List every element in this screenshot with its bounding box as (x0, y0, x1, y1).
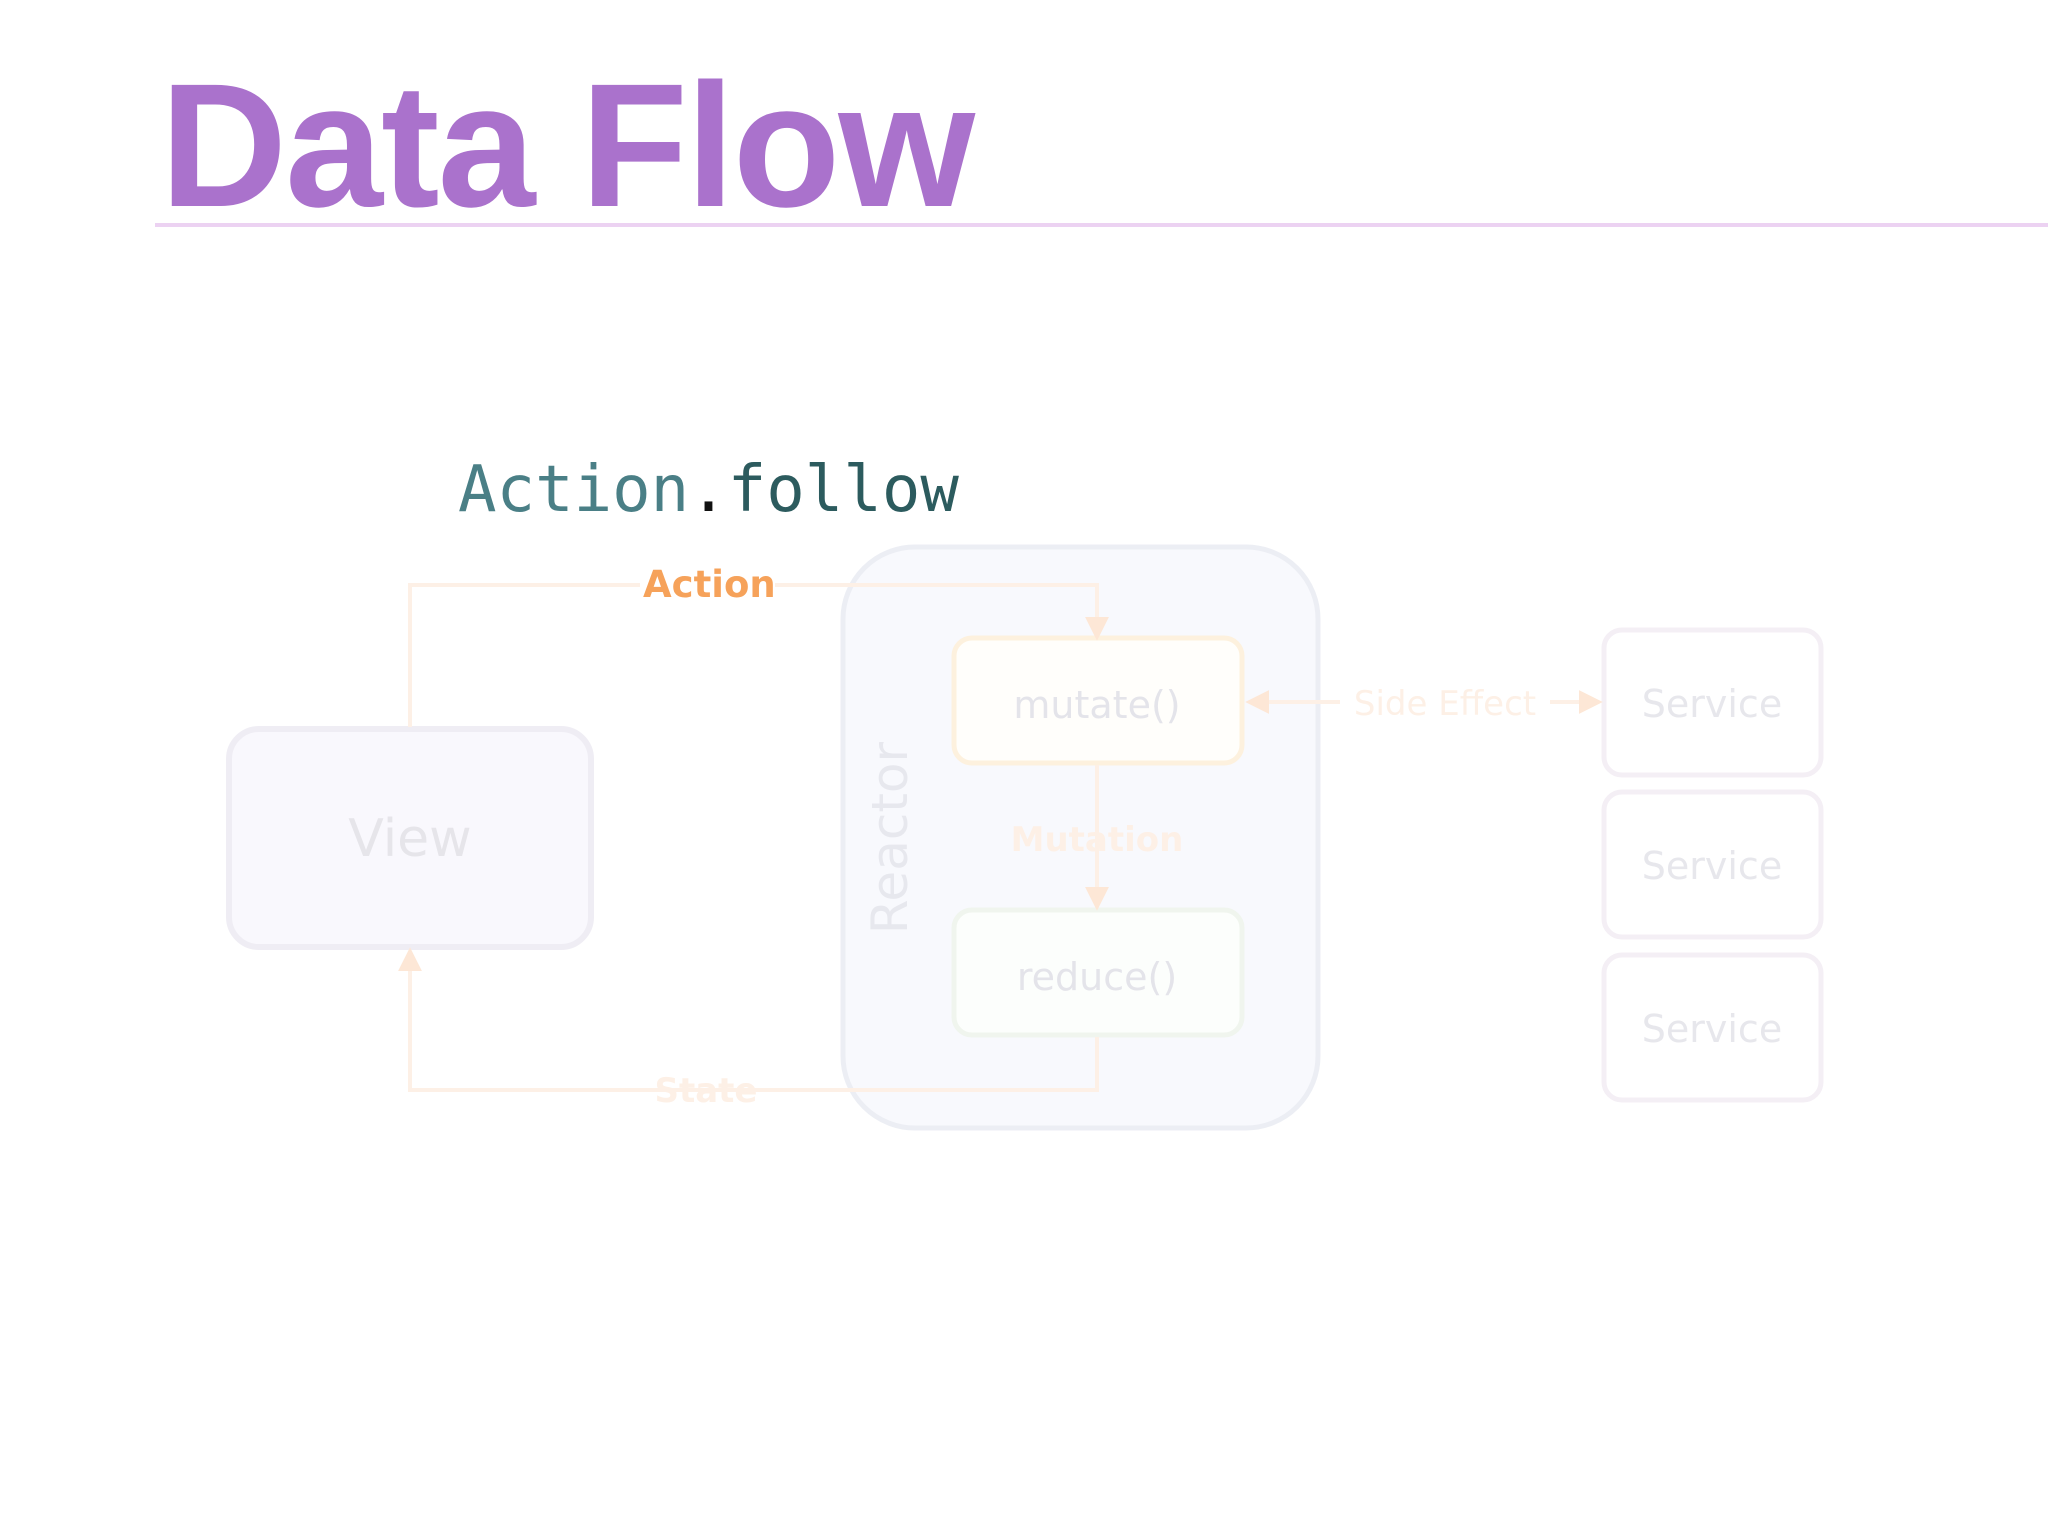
side-effect-edge-label: Side Effect (1354, 684, 1536, 724)
service-label: Service (1642, 844, 1782, 888)
code-snippet: Action.follow (458, 458, 959, 522)
reactor-label: Reactor (861, 741, 919, 934)
view-node: View (226, 726, 594, 950)
reduce-label: reduce() (1017, 955, 1177, 999)
slide-title: Data Flow (160, 48, 975, 244)
reduce-node: reduce() (951, 907, 1245, 1038)
service-label: Service (1642, 682, 1782, 726)
service-node: Service (1601, 789, 1824, 940)
title-divider (155, 223, 2048, 227)
mutation-edge-label: Mutation (1011, 820, 1184, 860)
mutate-node: mutate() (951, 635, 1245, 766)
action-edge-label: Action (643, 563, 776, 606)
state-edge: State (398, 947, 1099, 1111)
mutation-edge: Mutation (1011, 765, 1184, 911)
service-label: Service (1642, 1007, 1782, 1051)
action-edge: Action (408, 560, 1109, 727)
service-node: Service (1601, 952, 1824, 1103)
service-node: Service (1601, 627, 1824, 778)
state-edge-label: State (655, 1071, 758, 1111)
code-member-name: follow (727, 453, 959, 527)
mutate-label: mutate() (1013, 683, 1180, 727)
side-effect-edge: Side Effect (1245, 680, 1603, 724)
code-type-name: Action (458, 453, 690, 527)
view-label: View (348, 809, 471, 869)
code-dot: . (689, 453, 728, 527)
